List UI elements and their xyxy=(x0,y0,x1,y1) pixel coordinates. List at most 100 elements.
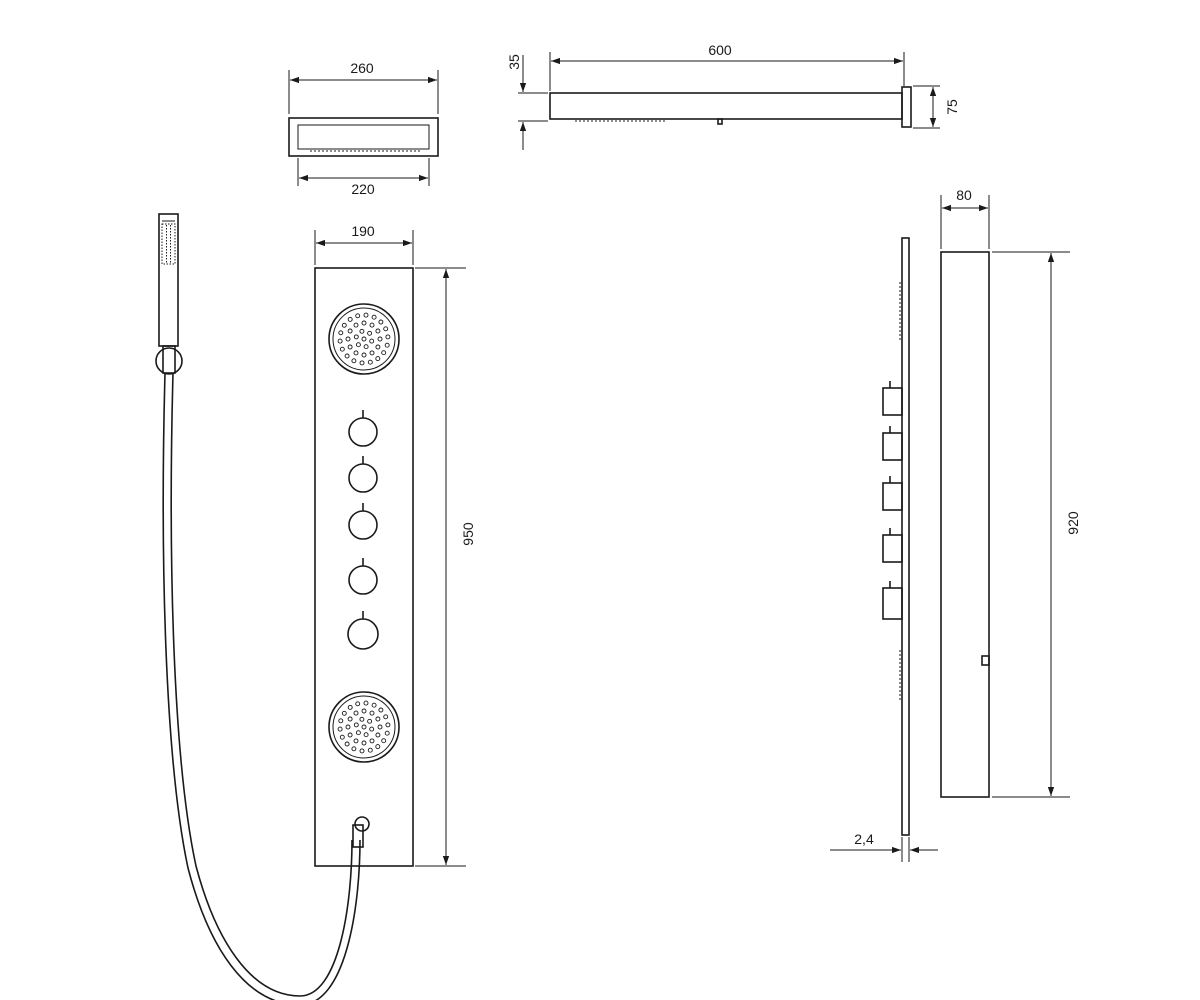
front-panel: 190 950 xyxy=(314,223,476,867)
control-knob-2 xyxy=(348,456,378,493)
hand-shower xyxy=(155,213,370,1000)
nozzle-hole xyxy=(359,716,365,722)
nozzle-hole xyxy=(375,356,381,362)
nozzle-hole xyxy=(369,726,375,732)
nozzle-hole xyxy=(363,732,369,738)
nozzle-hole xyxy=(359,360,365,366)
nozzle-hole xyxy=(369,710,375,716)
nozzle-hole xyxy=(381,350,387,356)
nozzle-hole xyxy=(361,320,367,326)
dim-220: 220 xyxy=(351,181,375,197)
nozzle-hole xyxy=(361,352,367,358)
front-plate xyxy=(901,237,910,836)
nozzle-hole xyxy=(353,322,359,328)
nozzle-hole xyxy=(383,326,389,332)
nozzle-hole xyxy=(359,328,365,334)
dim-75: 75 xyxy=(944,99,960,115)
nozzle-hole xyxy=(347,344,353,350)
nozzle-hole xyxy=(337,726,343,732)
side-view: 80 920 2,4 xyxy=(830,187,1081,862)
nozzle-hole xyxy=(344,353,350,359)
dim-950: 950 xyxy=(460,522,476,546)
nozzle-hole xyxy=(367,330,373,336)
nozzle-hole xyxy=(361,336,367,342)
dim-2-4: 2,4 xyxy=(854,831,874,847)
nozzle-hole xyxy=(355,701,361,707)
nozzle-hole xyxy=(347,328,353,334)
nozzle-hole xyxy=(375,716,381,722)
top-view: 260 220 xyxy=(288,60,439,197)
nozzle-hole xyxy=(385,722,391,728)
control-knob-4 xyxy=(348,558,378,595)
nozzle-hole xyxy=(345,724,351,730)
nozzle-hole xyxy=(347,732,353,738)
nozzle-hole xyxy=(351,746,357,752)
dim-35: 35 xyxy=(506,54,522,70)
dim-600: 600 xyxy=(708,42,732,58)
nozzle-hole xyxy=(371,314,377,320)
nozzle-hole xyxy=(363,344,369,350)
hose-holder-ring xyxy=(155,347,183,375)
nozzle-hole xyxy=(339,734,345,740)
nozzle-hole xyxy=(371,702,377,708)
dim-920: 920 xyxy=(1065,511,1081,535)
hose-outlet xyxy=(352,824,364,848)
nozzle-hole xyxy=(347,316,353,322)
nozzle-hole xyxy=(361,708,367,714)
nozzle-hole xyxy=(385,334,391,340)
top-view-outer xyxy=(288,117,439,157)
nozzle-hole xyxy=(369,350,375,356)
nozzle-hole xyxy=(353,350,359,356)
nozzle-hole xyxy=(347,704,353,710)
nozzle-hole xyxy=(355,313,361,319)
nozzle-hole xyxy=(351,358,357,364)
nozzle-hole xyxy=(384,342,390,348)
nozzle-hole xyxy=(375,732,381,738)
nozzle-hole xyxy=(337,338,343,344)
nozzle-hole xyxy=(363,312,369,318)
nozzle-hole xyxy=(347,716,353,722)
nozzle-hole xyxy=(339,346,345,352)
nozzle-hole xyxy=(344,741,350,747)
nozzle-hole xyxy=(367,747,373,753)
dim-80: 80 xyxy=(956,187,972,203)
nozzle-hole xyxy=(369,738,375,744)
top-view-inner xyxy=(297,124,430,150)
side-knobs xyxy=(882,381,903,620)
nozzle-hole xyxy=(338,330,344,336)
body-jet-bottom xyxy=(328,691,400,763)
nozzle-hole xyxy=(355,730,361,736)
nozzle-hole xyxy=(367,359,373,365)
nozzle-hole xyxy=(338,718,344,724)
nozzle-hole xyxy=(353,738,359,744)
control-knob-3 xyxy=(348,503,378,540)
nozzle-hole xyxy=(355,342,361,348)
nozzle-hole xyxy=(353,722,359,728)
nozzle-hole xyxy=(363,700,369,706)
dim-260: 260 xyxy=(350,60,374,76)
wall-flange xyxy=(901,86,912,128)
shower-hose xyxy=(162,372,361,1000)
nozzle-hole xyxy=(375,744,381,750)
panel-body xyxy=(314,267,414,867)
dim-190: 190 xyxy=(351,223,375,239)
nozzle-hole xyxy=(369,338,375,344)
nozzle-hole xyxy=(378,319,384,325)
nozzle-hole xyxy=(359,748,365,754)
overhead-arm xyxy=(549,92,903,120)
back-box xyxy=(940,251,990,798)
nozzle-hole xyxy=(369,322,375,328)
nozzle-hole xyxy=(375,344,381,350)
nozzle-hole xyxy=(353,334,359,340)
nozzle-hole xyxy=(341,710,347,716)
hand-shower-nozzles xyxy=(161,223,176,265)
nozzle-hole xyxy=(384,730,390,736)
nozzle-hole xyxy=(345,336,351,342)
nozzle-hole xyxy=(383,714,389,720)
nozzle-hole xyxy=(361,724,367,730)
nozzle-hole xyxy=(381,738,387,744)
nozzle-hole xyxy=(377,724,383,730)
body-jet-top xyxy=(328,303,400,375)
nozzle-hole xyxy=(341,322,347,328)
nozzle-hole xyxy=(377,336,383,342)
